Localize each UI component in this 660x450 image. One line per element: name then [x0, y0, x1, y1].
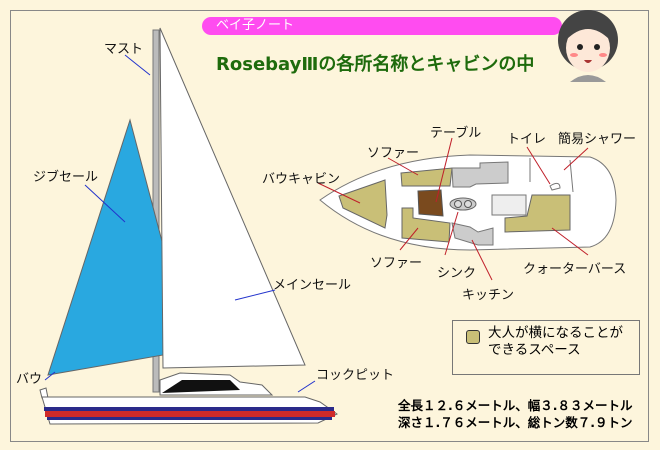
label-toilet: トイレ: [507, 132, 547, 147]
label-shower: 簡易シャワー: [558, 132, 637, 147]
label-kitchen: キッチン: [462, 288, 515, 303]
cabin-plan: [319, 154, 617, 251]
label-quarter-berth: クォーターバース: [523, 262, 627, 277]
cabin-pointer-lines: [317, 137, 589, 281]
tag-text: ベイ子ノート: [216, 18, 295, 33]
label-table: テーブル: [430, 126, 482, 141]
specs: 全長１２.６メートル、幅３.８３メートル 深さ１.７６メートル、総トン数７.９ト…: [398, 397, 633, 431]
legend-line-1: 大人が横になることが: [488, 325, 623, 341]
label-jib-sail: ジブセール: [33, 170, 99, 185]
label-bow-cabin: バウキャビン: [262, 172, 341, 187]
label-sink: シンク: [437, 266, 477, 281]
main-sail: [159, 27, 306, 369]
label-mast: マスト: [104, 42, 144, 57]
legend-swatch: [466, 330, 480, 344]
specs-line-2: 深さ１.７６メートル、総トン数７.９トン: [398, 415, 633, 430]
pointer-lines: [44, 54, 316, 393]
character-avatar: [558, 10, 618, 82]
specs-line-1: 全長１２.６メートル、幅３.８３メートル: [398, 398, 633, 413]
tag-banner: ベイ子ノート: [202, 17, 562, 35]
frame: [10, 10, 649, 442]
jib-sail: [47, 118, 164, 376]
label-cockpit: コックピット: [316, 368, 395, 383]
legend: 大人が横になることができるスペース: [452, 320, 640, 375]
hull: [39, 372, 338, 425]
label-sofa-bottom: ソファー: [370, 256, 423, 271]
label-sofa-top: ソファー: [367, 146, 420, 161]
legend-line-2: できるスペース: [488, 342, 581, 358]
label-main-sail: メインセール: [273, 278, 352, 293]
page-title: RosebayⅢの各所名称とキャビンの中: [216, 54, 535, 75]
label-bow: バウ: [16, 372, 43, 387]
